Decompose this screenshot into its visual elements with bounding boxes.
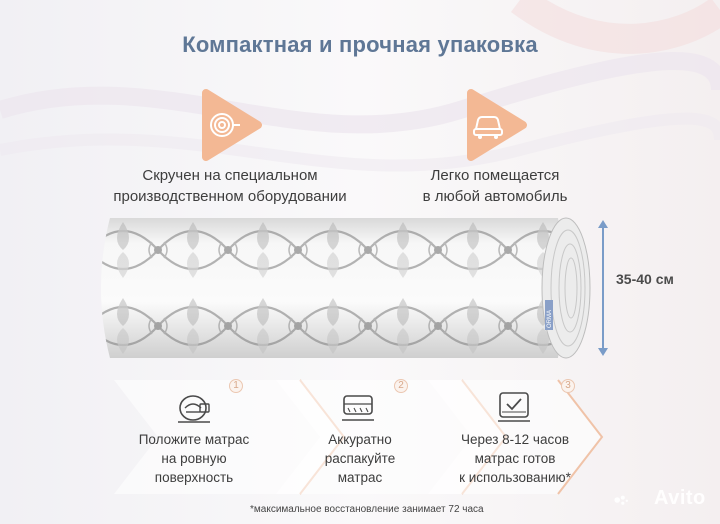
step-1-line1: Положите матрас bbox=[138, 432, 250, 447]
rolled-mattress-image: ORMA bbox=[101, 217, 591, 359]
feature-2-line1: Легко помещается bbox=[430, 167, 560, 184]
step-1-line2: на ровную bbox=[161, 451, 227, 466]
roll-tag: ORMA bbox=[547, 310, 553, 328]
feature-2-line2: в любой автомобиль bbox=[422, 188, 568, 205]
mattress-on-floor-icon bbox=[178, 395, 210, 423]
avito-watermark: Avito bbox=[654, 487, 706, 509]
step-1-number: 1 bbox=[229, 379, 243, 393]
dimension-label: 35-40 см bbox=[616, 271, 674, 287]
feature-1-line2: производственном оборудовании bbox=[113, 188, 347, 205]
step-3-line2: матрас готов bbox=[474, 451, 556, 466]
page-title: Компактная и прочная упаковка bbox=[182, 32, 538, 57]
ready-checkmark-icon bbox=[498, 392, 530, 422]
step-1-line3: поверхность bbox=[154, 470, 234, 485]
step-3-text: Через 8-12 часов матрас готов к использо… bbox=[450, 430, 580, 487]
step-2-number: 2 bbox=[394, 379, 408, 393]
step-2-line1: Аккуратно bbox=[328, 432, 392, 447]
footnote: *максимальное восстановление занимает 72… bbox=[250, 504, 484, 515]
step-2-line2: распакуйте bbox=[324, 451, 396, 466]
step-3-line1: Через 8-12 часов bbox=[460, 432, 570, 447]
roll-spiral-icon bbox=[202, 89, 262, 161]
feature-text-2: Легко помещается в любой автомобиль bbox=[385, 165, 605, 207]
feature-text-1: Скручен на специальном производственном … bbox=[110, 165, 350, 207]
avito-logo-icon bbox=[614, 495, 628, 505]
feature-1-line1: Скручен на специальном bbox=[142, 167, 318, 184]
step-1-text: Положите матрас на ровную поверхность bbox=[122, 430, 266, 487]
step-3-line3: к использованию* bbox=[459, 470, 571, 485]
height-arrow-icon bbox=[598, 220, 608, 356]
car-icon bbox=[467, 89, 527, 161]
mattress-unpack-icon bbox=[342, 395, 374, 421]
step-2-line3: матрас bbox=[337, 470, 383, 485]
step-3-number: 3 bbox=[561, 379, 575, 393]
step-2-text: Аккуратно распакуйте матрас bbox=[290, 430, 430, 487]
step-3-background bbox=[428, 379, 604, 495]
